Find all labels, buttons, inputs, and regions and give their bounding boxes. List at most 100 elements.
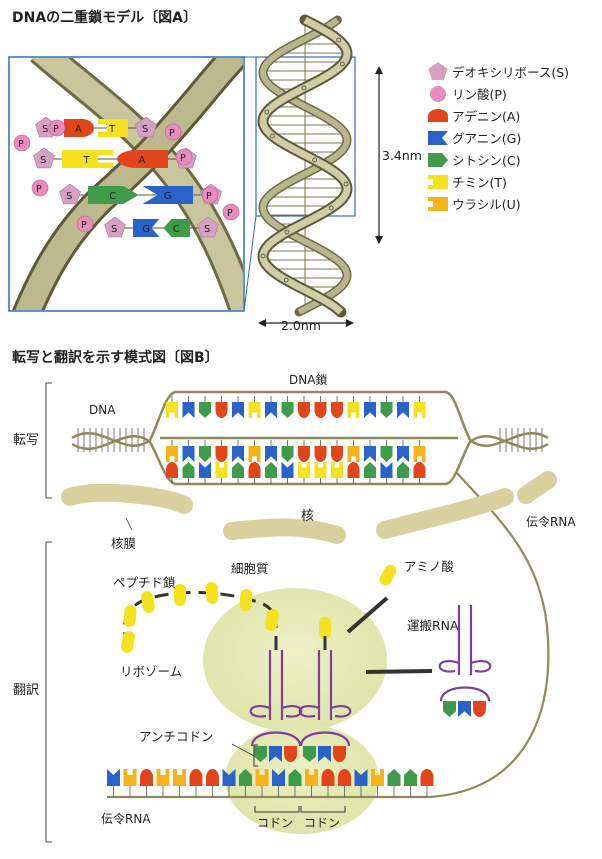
helix-phosphate-mark (312, 157, 318, 163)
amino-acid (265, 609, 279, 631)
base-A (298, 402, 310, 418)
base-G (199, 462, 211, 478)
sugar-pentagon (33, 147, 55, 169)
base-G (182, 402, 195, 418)
base-A (248, 462, 261, 478)
base-C (199, 446, 211, 462)
base-C (182, 462, 195, 478)
base-A (284, 746, 297, 762)
base-G (281, 462, 294, 478)
trna-loop-right (330, 705, 352, 718)
height-dimension (375, 66, 383, 244)
legend-label: チミン(T) (452, 175, 507, 190)
base-G (133, 219, 160, 237)
base-T (347, 402, 360, 418)
mrna-base-G (107, 769, 120, 786)
phosphate-circle (31, 179, 49, 197)
phosphate-label: P (206, 191, 212, 202)
sugar-pentagon (135, 116, 157, 138)
legend-label: アデニン(A) (452, 109, 520, 124)
legend-item: ウラシル(U) (428, 197, 521, 212)
legend-label: ウラシル(U) (452, 197, 521, 212)
mrna-base-U (371, 769, 384, 786)
base-A (331, 402, 343, 418)
codon-brackets (254, 806, 346, 813)
mrna-base-U (123, 769, 137, 786)
base-C (443, 701, 456, 717)
base-G (364, 446, 376, 462)
base-C (163, 219, 190, 237)
base-letter: A (139, 155, 146, 166)
base-C (265, 462, 277, 478)
sugar-label: S (42, 124, 48, 135)
phosphate-label: P (81, 220, 87, 231)
base-G (232, 446, 244, 462)
base-G (182, 446, 195, 462)
width-label: 2.0nm (281, 318, 321, 333)
dna-strand-row-2 (165, 440, 426, 462)
helix-phosphate-mark (270, 133, 275, 139)
trna-molecules (249, 605, 492, 762)
base-G (265, 402, 277, 418)
base-C (281, 402, 294, 418)
amino-acid (205, 582, 219, 604)
nuclear-band-2 (223, 518, 346, 544)
phosphate-label: P (180, 153, 186, 164)
transcription-label: 転写 (13, 433, 39, 448)
trna-incoming (438, 605, 492, 717)
base-G (318, 746, 331, 762)
mrna-base-A (189, 769, 203, 786)
label-dna-chain: DNA鎖 (289, 372, 327, 387)
base-C (232, 462, 244, 478)
label-amino-acid: アミノ酸 (404, 559, 454, 574)
trna-stem (317, 650, 333, 720)
legend-label: グアニン(G) (452, 131, 521, 146)
figure-b-title: 転写と翻訳を示す模式図〔図B〕 (12, 349, 219, 366)
label-anticodon: アンチコドン (139, 729, 214, 744)
mrna-base-G (354, 769, 368, 786)
base-G (380, 462, 393, 478)
mrna-bases (107, 769, 434, 797)
legend-label: デオキシリボース(S) (452, 65, 569, 80)
phosphate-label: P (169, 128, 175, 139)
amino-acid (123, 605, 137, 627)
mrna-base-C (404, 769, 417, 786)
sugar-label: S (66, 191, 72, 202)
mrna-base-U (156, 769, 170, 786)
base-C (254, 746, 267, 762)
base-G (364, 402, 376, 418)
nuclear-membrane-leader (125, 517, 133, 531)
trna-loop-right (281, 705, 303, 718)
base-G (142, 186, 193, 204)
trna-loop-right (470, 660, 492, 673)
label-dna: DNA (89, 403, 116, 417)
amino-acid (174, 584, 186, 606)
dna-strand-lower (71, 435, 549, 486)
base-letter: T (83, 155, 91, 166)
helix-phosphate-mark (284, 229, 290, 235)
legend-item: アデニン(A) (428, 109, 520, 124)
helix-phosphate-mark (264, 109, 270, 115)
base-G (458, 701, 471, 717)
helix-phosphate-mark (336, 37, 342, 43)
base-letter: G (142, 224, 150, 235)
amino-acid (239, 589, 253, 611)
transcription-bracket (45, 382, 52, 499)
mrna-base-A (140, 769, 153, 786)
figure-a-title: DNAの二重鎖モデル〔図A〕 (12, 9, 197, 26)
base-A (298, 446, 310, 462)
mrna-base-C (239, 769, 252, 786)
sugar-label: S (204, 224, 210, 235)
dna-strand-row-3 (166, 462, 426, 484)
nuclear-membrane (61, 471, 557, 544)
nuclear-band-3 (376, 488, 514, 539)
base-A (314, 402, 327, 418)
base-A (64, 119, 94, 137)
phosphate-label: P (36, 184, 42, 195)
amino-acid (319, 617, 331, 639)
base-letter: T (108, 124, 116, 135)
base-A (347, 462, 360, 478)
